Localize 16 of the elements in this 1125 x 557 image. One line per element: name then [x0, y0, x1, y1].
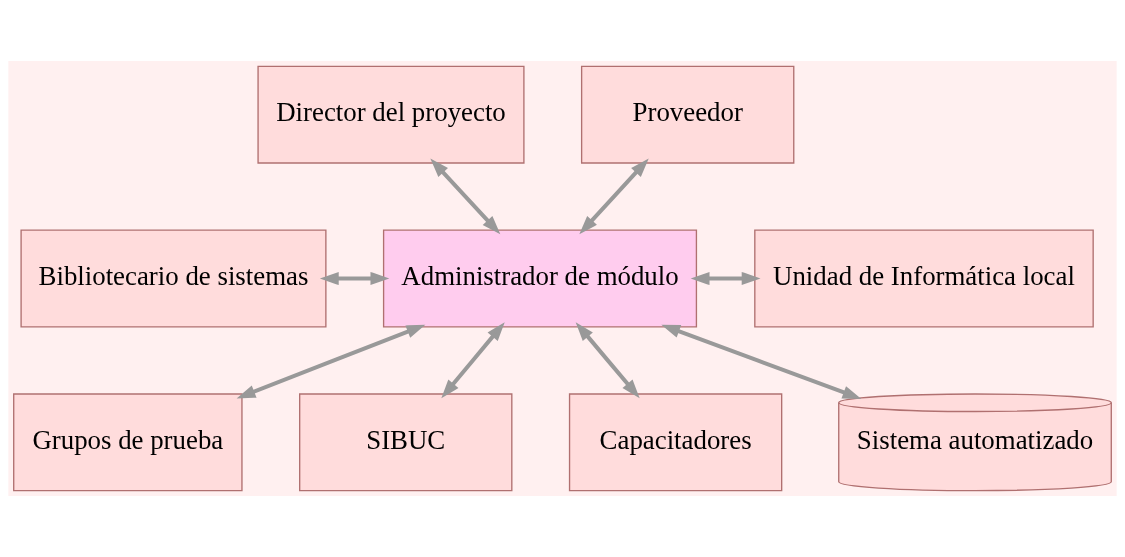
arrow: [319, 271, 390, 286]
arrow: [690, 271, 761, 286]
node-box: Proveedor: [580, 65, 795, 164]
node-box: Grupos de prueba: [13, 393, 243, 492]
node-box: Capacitadores: [568, 393, 783, 492]
node-box: Director del proyecto: [257, 65, 525, 164]
arrow: [661, 324, 862, 399]
arrow: [579, 158, 649, 235]
arrow: [575, 322, 640, 399]
arrow: [441, 322, 505, 399]
arrow: [236, 324, 426, 399]
arrow: [430, 158, 501, 235]
node-box: Administrador de módulo: [382, 229, 698, 328]
node-box: Unidad de Informática local: [754, 229, 1094, 328]
node-box: SIBUC: [299, 393, 513, 492]
node-box: Bibliotecario de sistemas: [20, 229, 327, 328]
